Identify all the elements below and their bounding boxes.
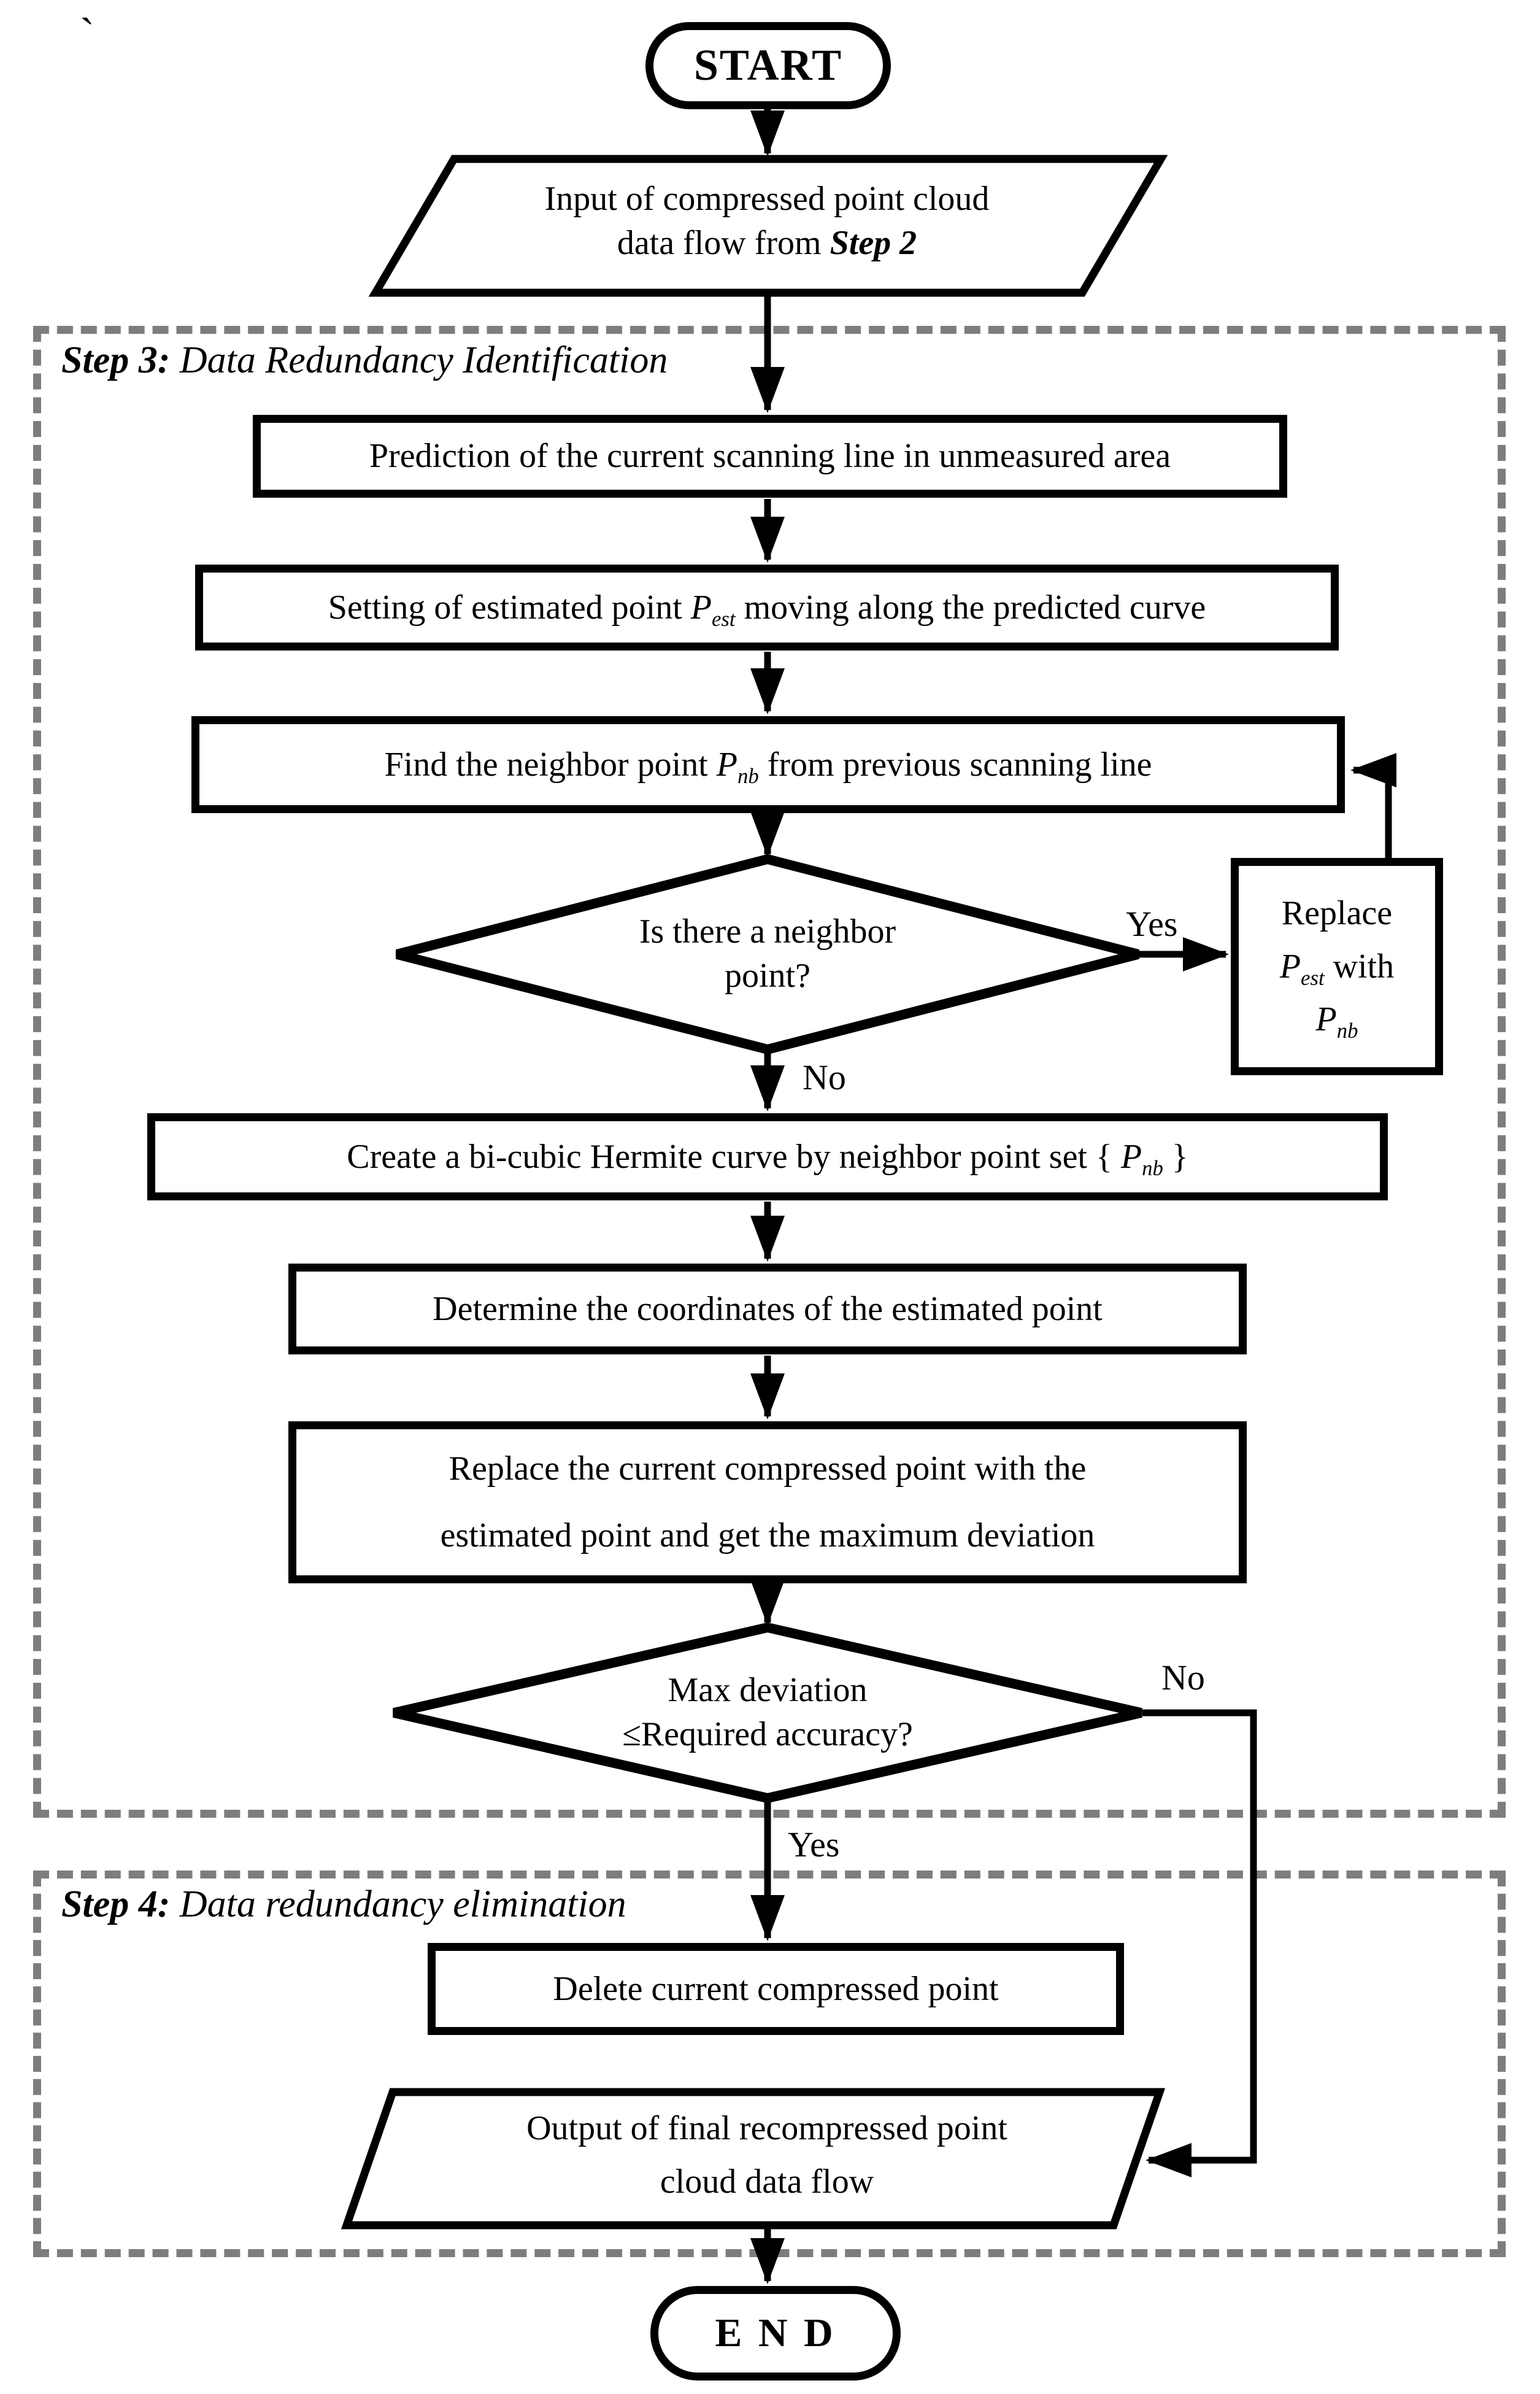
end-terminator: E N D (650, 2286, 901, 2380)
input-line2-text: data flow from (617, 224, 830, 262)
replace-current-line2: estimated point and get the maximum devi… (440, 1516, 1095, 1554)
process-replace-pest: Replace Pest with Pnb (1231, 858, 1443, 1075)
find-sub: nb (737, 764, 759, 789)
find-var: P (716, 745, 738, 784)
find-post: from previous scanning line (758, 745, 1152, 784)
find-pre: Find the neighbor point (384, 745, 717, 784)
setting-pre: Setting of estimated point (328, 588, 691, 627)
output-line2: cloud data flow (660, 2163, 874, 2201)
io-input-point-cloud: Input of compressed point cloud data flo… (429, 163, 1104, 280)
replace-line3: Pnb (1280, 993, 1394, 1046)
setting-post: moving along the predicted curve (735, 588, 1206, 627)
create-label: Create a bi-cubic Hermite curve by neigh… (347, 1136, 1188, 1181)
replace-l2-post: with (1324, 947, 1395, 986)
edge-label-yes-1: Yes (1126, 904, 1178, 944)
decision-neighbor-line2: point? (725, 957, 810, 995)
decision-accuracy-text: Max deviation ≤Required accuracy? (491, 1667, 1044, 1758)
input-line1: Input of compressed point cloud (544, 180, 990, 218)
determine-label: Determine the coordinates of the estimat… (433, 1289, 1103, 1328)
decision-neighbor-text: Is there a neighbor point? (491, 909, 1044, 1000)
step3-dashed-region (33, 326, 1506, 1818)
replace-current-line1: Replace the current compressed point wit… (449, 1449, 1087, 1488)
replace-l2-sub: est (1301, 965, 1325, 990)
start-label: START (693, 41, 843, 90)
delete-label: Delete current compressed point (553, 1969, 999, 2008)
step4-label-bold: Step 4: (61, 1883, 171, 1925)
output-line1: Output of final recompressed point (526, 2109, 1007, 2148)
input-parallelogram-shape (368, 155, 1168, 297)
io-output-point-cloud: Output of final recompressed point cloud… (414, 2099, 1120, 2212)
create-pre: Create a bi-cubic Hermite curve by neigh… (347, 1137, 1121, 1176)
create-post: } (1163, 1137, 1188, 1176)
setting-label: Setting of estimated point Pest moving a… (328, 587, 1206, 631)
arrow-replace-loop-to-find (1350, 753, 1396, 859)
replace-l3-sub: nb (1336, 1019, 1358, 1043)
step3-label: Step 3: Data Redundancy Identification (61, 339, 668, 382)
input-line2: data flow from Step 2 (617, 222, 917, 266)
step3-label-title: Data Redundancy Identification (170, 339, 668, 381)
process-determine-coordinates: Determine the coordinates of the estimat… (288, 1264, 1247, 1354)
setting-sub: est (712, 607, 736, 631)
edge-label-yes-2: Yes (788, 1824, 840, 1864)
process-create-hermite-curve: Create a bi-cubic Hermite curve by neigh… (147, 1113, 1388, 1200)
decision-neighbor-diamond-shape (396, 854, 1139, 1055)
create-sub: nb (1142, 1156, 1163, 1181)
edge-label-no-1: No (803, 1057, 846, 1097)
process-find-neighbor: Find the neighbor point Pnb from previou… (191, 716, 1345, 813)
decision-accuracy-diamond-shape (393, 1622, 1142, 1804)
start-terminator: START (645, 22, 891, 109)
replace-l2-var: P (1279, 947, 1301, 986)
step4-label: Step 4: Data redundancy elimination (61, 1883, 626, 1926)
process-replace-current-point: Replace the current compressed point wit… (288, 1421, 1247, 1583)
step4-label-title: Data redundancy elimination (170, 1883, 626, 1925)
find-label: Find the neighbor point Pnb from previou… (384, 744, 1152, 789)
replace-label: Replace Pest with Pnb (1280, 887, 1394, 1046)
replace-line1: Replace (1281, 894, 1393, 932)
process-prediction: Prediction of the current scanning line … (253, 415, 1287, 498)
input-line2-step-ref: Step 2 (830, 224, 917, 262)
end-label: E N D (715, 2310, 836, 2355)
prediction-label: Prediction of the current scanning line … (369, 437, 1171, 476)
stray-tick-mark: ` (80, 9, 94, 58)
replace-current-label: Replace the current compressed point wit… (441, 1435, 1095, 1569)
output-parallelogram-shape (341, 2088, 1166, 2230)
setting-var: P (690, 588, 712, 627)
edge-label-no-2: No (1161, 1658, 1205, 1697)
arrow-no-to-output (1142, 1709, 1257, 2177)
process-delete-compressed-point: Delete current compressed point (428, 1943, 1124, 2035)
process-setting-estimated-point: Setting of estimated point Pest moving a… (195, 565, 1339, 651)
replace-line2: Pest with (1280, 940, 1394, 994)
decision-accuracy-line1: Max deviation (668, 1671, 868, 1710)
decision-neighbor-line1: Is there a neighbor (639, 913, 896, 951)
step3-label-bold: Step 3: (61, 339, 171, 381)
replace-l3-var: P (1315, 1000, 1337, 1039)
create-var: P (1120, 1137, 1142, 1176)
decision-accuracy-line2: ≤Required accuracy? (622, 1715, 913, 1753)
